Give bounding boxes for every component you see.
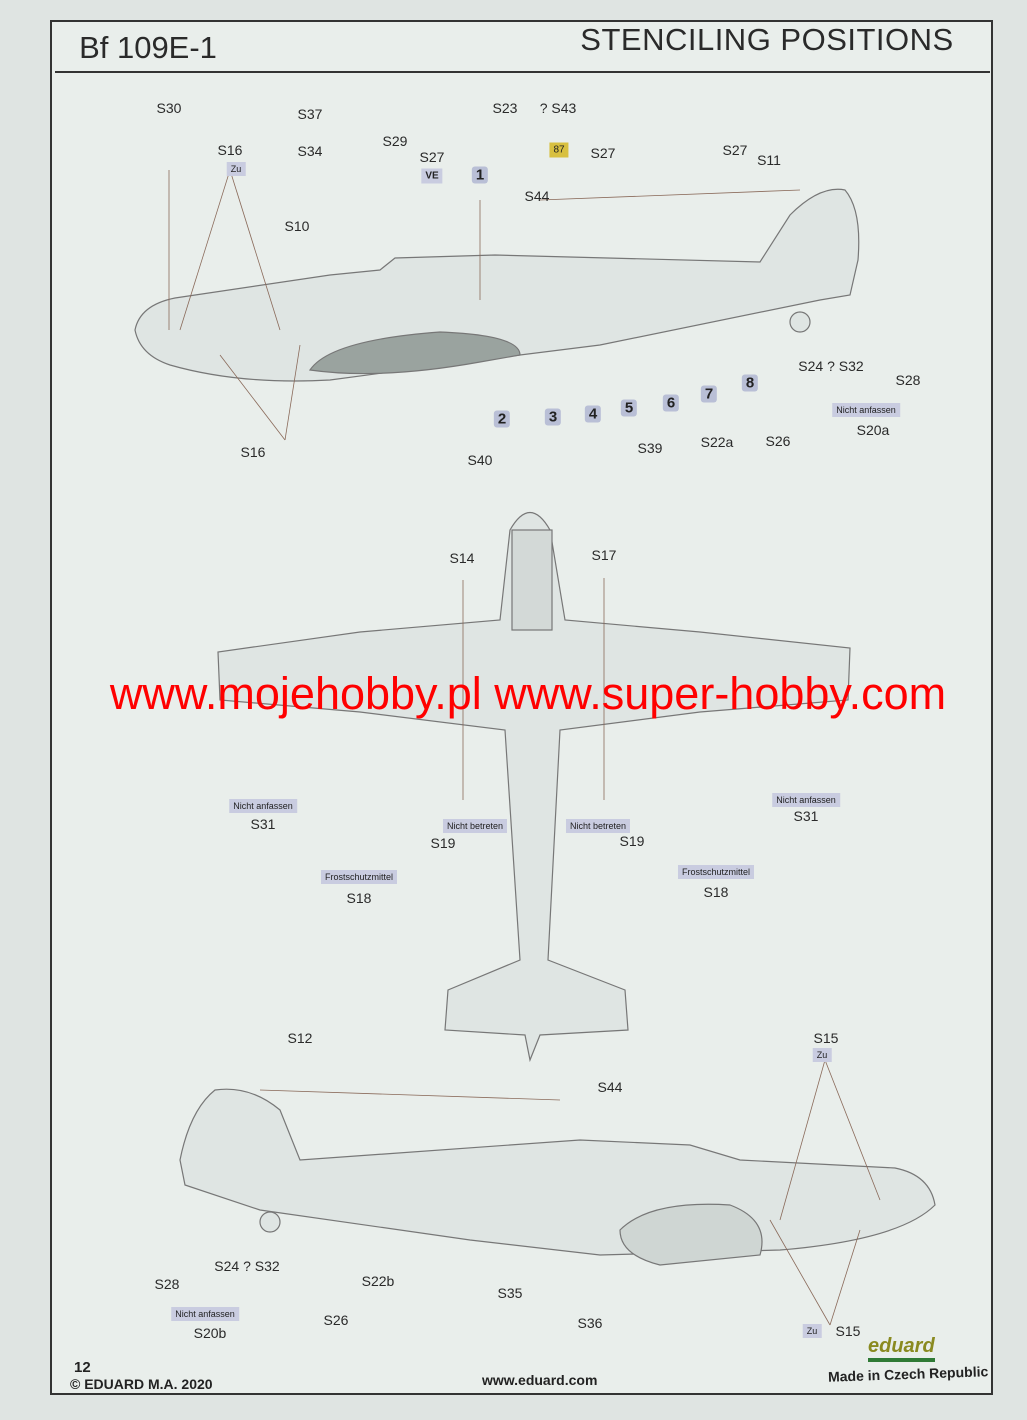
label-s44: S44 [524, 188, 550, 204]
watermark-text: www.mojehobby.pl www.super-hobby.com [109, 668, 947, 719]
label-s18: S18 [703, 884, 729, 900]
stencil-nicht-betreten: Nicht betreten [442, 819, 508, 833]
label-s22a: S22a [700, 434, 734, 450]
header-divider [55, 71, 990, 73]
stencil-zu: Zu [226, 162, 246, 176]
number-7: 7 [700, 385, 718, 403]
number-5: 5 [620, 399, 638, 417]
label-s30: S30 [156, 100, 182, 116]
label-s28: S28 [154, 1276, 180, 1292]
number-3: 3 [544, 408, 562, 426]
page-heading: STENCILING POSITIONS [580, 22, 954, 57]
copyright: © EDUARD M.A. 2020 [70, 1376, 213, 1392]
label-s29: S29 [382, 133, 408, 149]
number-2: 2 [493, 410, 511, 428]
label-s22b: S22b [361, 1273, 395, 1289]
label-s11: S11 [757, 152, 781, 168]
label-s39: S39 [637, 440, 663, 456]
label-s19: S19 [430, 835, 456, 851]
label-s26: S26 [323, 1312, 349, 1328]
label-s16: S16 [240, 444, 266, 460]
label-s20a: S20a [856, 422, 890, 438]
side-view-right-aircraft [179, 1088, 936, 1266]
label-s19: S19 [619, 833, 645, 849]
label-s43: ? S43 [539, 100, 577, 116]
label-s34: S34 [297, 143, 323, 159]
label-s24-s32: S24 ? S32 [798, 358, 864, 374]
stencil-zu: Zu [812, 1048, 832, 1062]
label-s26: S26 [765, 433, 791, 449]
label-s24-s32: S24 ? S32 [214, 1258, 280, 1274]
label-s44: S44 [597, 1079, 623, 1095]
label-s10: S10 [284, 218, 310, 234]
model-title: Bf 109E-1 [79, 30, 217, 65]
stencil-nicht-betreten: Nicht betreten [565, 819, 631, 833]
label-s18: S18 [346, 890, 372, 906]
label-s27: S27 [722, 142, 748, 158]
top-view-aircraft [217, 512, 851, 1063]
label-s31: S31 [250, 816, 276, 832]
label-s17: S17 [591, 547, 617, 563]
side-view-left-aircraft [134, 188, 860, 382]
stencil-s43: 87 [549, 142, 569, 158]
stencil-ve: VE [421, 168, 443, 184]
label-s40: S40 [467, 452, 493, 468]
label-s15: S15 [835, 1323, 861, 1339]
number-4: 4 [584, 405, 602, 423]
label-s16: S16 [217, 142, 243, 158]
website: www.eduard.com [482, 1372, 598, 1388]
label-s31: S31 [793, 808, 819, 824]
stencil-nicht-anfassen: Nicht anfassen [832, 403, 900, 417]
stencil-nicht-anfassen: Nicht anfassen [171, 1307, 239, 1321]
label-s36: S36 [577, 1315, 603, 1331]
label-s15: S15 [813, 1030, 839, 1046]
stencil-frostschutzmittel: Frostschutzmittel [677, 865, 755, 879]
label-s37: S37 [297, 106, 323, 122]
label-s28: S28 [895, 372, 921, 388]
eduard-logo: eduard [868, 1335, 935, 1362]
number-6: 6 [662, 394, 680, 412]
label-s27: S27 [419, 149, 445, 165]
label-s14: S14 [449, 550, 475, 566]
stencil-nicht-anfassen: Nicht anfassen [229, 799, 297, 813]
label-s23: S23 [492, 100, 518, 116]
stencil-nicht-anfassen: Nicht anfassen [772, 793, 840, 807]
label-s35: S35 [497, 1285, 523, 1301]
stencil-zu: Zu [802, 1324, 822, 1338]
label-s20b: S20b [193, 1325, 227, 1341]
leader-lines [168, 169, 881, 1326]
page-number: 12 [74, 1359, 91, 1376]
label-s12: S12 [287, 1030, 313, 1046]
stencil-frostschutzmittel: Frostschutzmittel [320, 870, 398, 884]
number-8: 8 [741, 374, 759, 392]
number-1: 1 [471, 166, 489, 184]
label-s27: S27 [590, 145, 616, 161]
